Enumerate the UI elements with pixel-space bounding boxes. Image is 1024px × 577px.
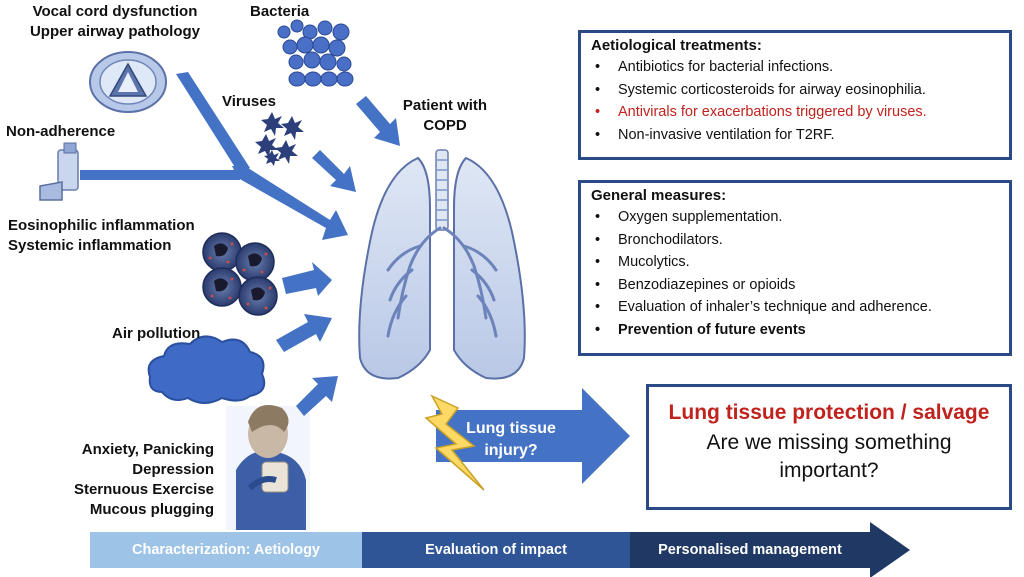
label-air-pollution: Air pollution	[112, 325, 201, 342]
arrow-bacteria	[356, 96, 400, 146]
label-inflammation: Eosinophilic inflammation Systemic infla…	[8, 216, 195, 256]
aetiological-item: Antibiotics for bacterial infections.	[591, 56, 999, 79]
general-item: Benzodiazepines or opioids	[591, 274, 999, 297]
arrow-pollution	[276, 314, 332, 352]
protection-title: Lung tissue protection / salvage	[668, 401, 990, 424]
injury-label: Lung tissue injury?	[466, 420, 556, 459]
protection-question: Are we missing something important?	[706, 431, 952, 482]
arrow-line-vocal	[176, 72, 250, 172]
label-depression: Depression	[132, 461, 214, 478]
general-item: Bronchodilators.	[591, 229, 999, 252]
label-anxiety: Anxiety, Panicking	[81, 441, 214, 458]
arrow-line-inhaler	[80, 170, 240, 180]
timeline-segment-impact	[362, 532, 630, 568]
label-psych-factors: Anxiety, Panicking Depression Sternuous …	[30, 440, 214, 520]
arrow-person	[296, 376, 338, 416]
aetiological-treatments-box: Aetiological treatments: Antibiotics for…	[578, 30, 1012, 160]
general-item: Oxygen supplementation.	[591, 206, 999, 229]
coughing-person-icon	[226, 405, 310, 530]
inflammatory-cell-icon	[202, 232, 278, 316]
label-eosinophilic: Eosinophilic inflammation	[8, 217, 195, 234]
general-title: General measures:	[591, 187, 727, 204]
inhaler-icon	[39, 142, 79, 201]
protection-box: Lung tissue protection / salvage Are we …	[646, 384, 1012, 510]
timeline-segment-aetiology	[90, 532, 362, 568]
timeline-label-aetiology: Characterization: Aetiology	[132, 542, 320, 558]
label-systemic: Systemic inflammation	[8, 237, 172, 254]
general-item: Evaluation of inhaler’s technique and ad…	[591, 296, 999, 319]
label-viruses: Viruses	[222, 93, 276, 110]
general-list: Oxygen supplementation. Bronchodilators.…	[591, 206, 999, 341]
label-patient-line2: COPD	[423, 117, 467, 134]
label-mucous: Mucous plugging	[89, 501, 214, 518]
injury-arrow	[436, 388, 630, 484]
general-item-bold: Prevention of future events	[591, 319, 999, 342]
general-item: Mucolytics.	[591, 251, 999, 274]
label-vocal-cord-line1: Vocal cord dysfunction	[32, 3, 198, 20]
label-bacteria: Bacteria	[250, 3, 310, 20]
timeline-label-impact: Evaluation of impact	[425, 542, 567, 558]
aetiological-item-highlight: Antivirals for exacerbations triggered b…	[591, 101, 999, 124]
larynx-icon	[89, 51, 167, 113]
label-patient-line1: Patient with	[402, 97, 488, 114]
timeline-bar	[90, 522, 910, 577]
timeline-label-management: Personalised management	[658, 542, 842, 558]
general-measures-box: General measures: Oxygen supplementation…	[578, 180, 1012, 356]
label-vocal-cord: Vocal cord dysfunction Upper airway path…	[0, 2, 230, 42]
label-exercise: Sternuous Exercise	[73, 481, 214, 498]
arrow-viruses	[312, 150, 356, 192]
aetiological-item: Systemic corticosteroids for airway eosi…	[591, 79, 999, 102]
virus-icon	[255, 112, 304, 166]
label-non-adherence: Non-adherence	[6, 123, 116, 140]
aetiological-item: Non-invasive ventilation for T2RF.	[591, 124, 999, 147]
arrow-cells	[282, 262, 332, 296]
arrow-merged	[232, 166, 348, 240]
lungs-icon	[358, 149, 526, 380]
cause-arrows	[80, 72, 400, 416]
pollution-cloud-icon	[147, 335, 266, 404]
bacteria-cluster-icon	[277, 19, 354, 87]
aetiological-title: Aetiological treatments:	[591, 37, 762, 54]
aetiological-list: Antibiotics for bacterial infections. Sy…	[591, 56, 999, 146]
label-patient: Patient with COPD	[380, 96, 510, 136]
timeline-segment-management	[630, 522, 910, 577]
lightning-bolt-icon	[424, 394, 485, 491]
label-vocal-cord-line2: Upper airway pathology	[29, 23, 201, 40]
